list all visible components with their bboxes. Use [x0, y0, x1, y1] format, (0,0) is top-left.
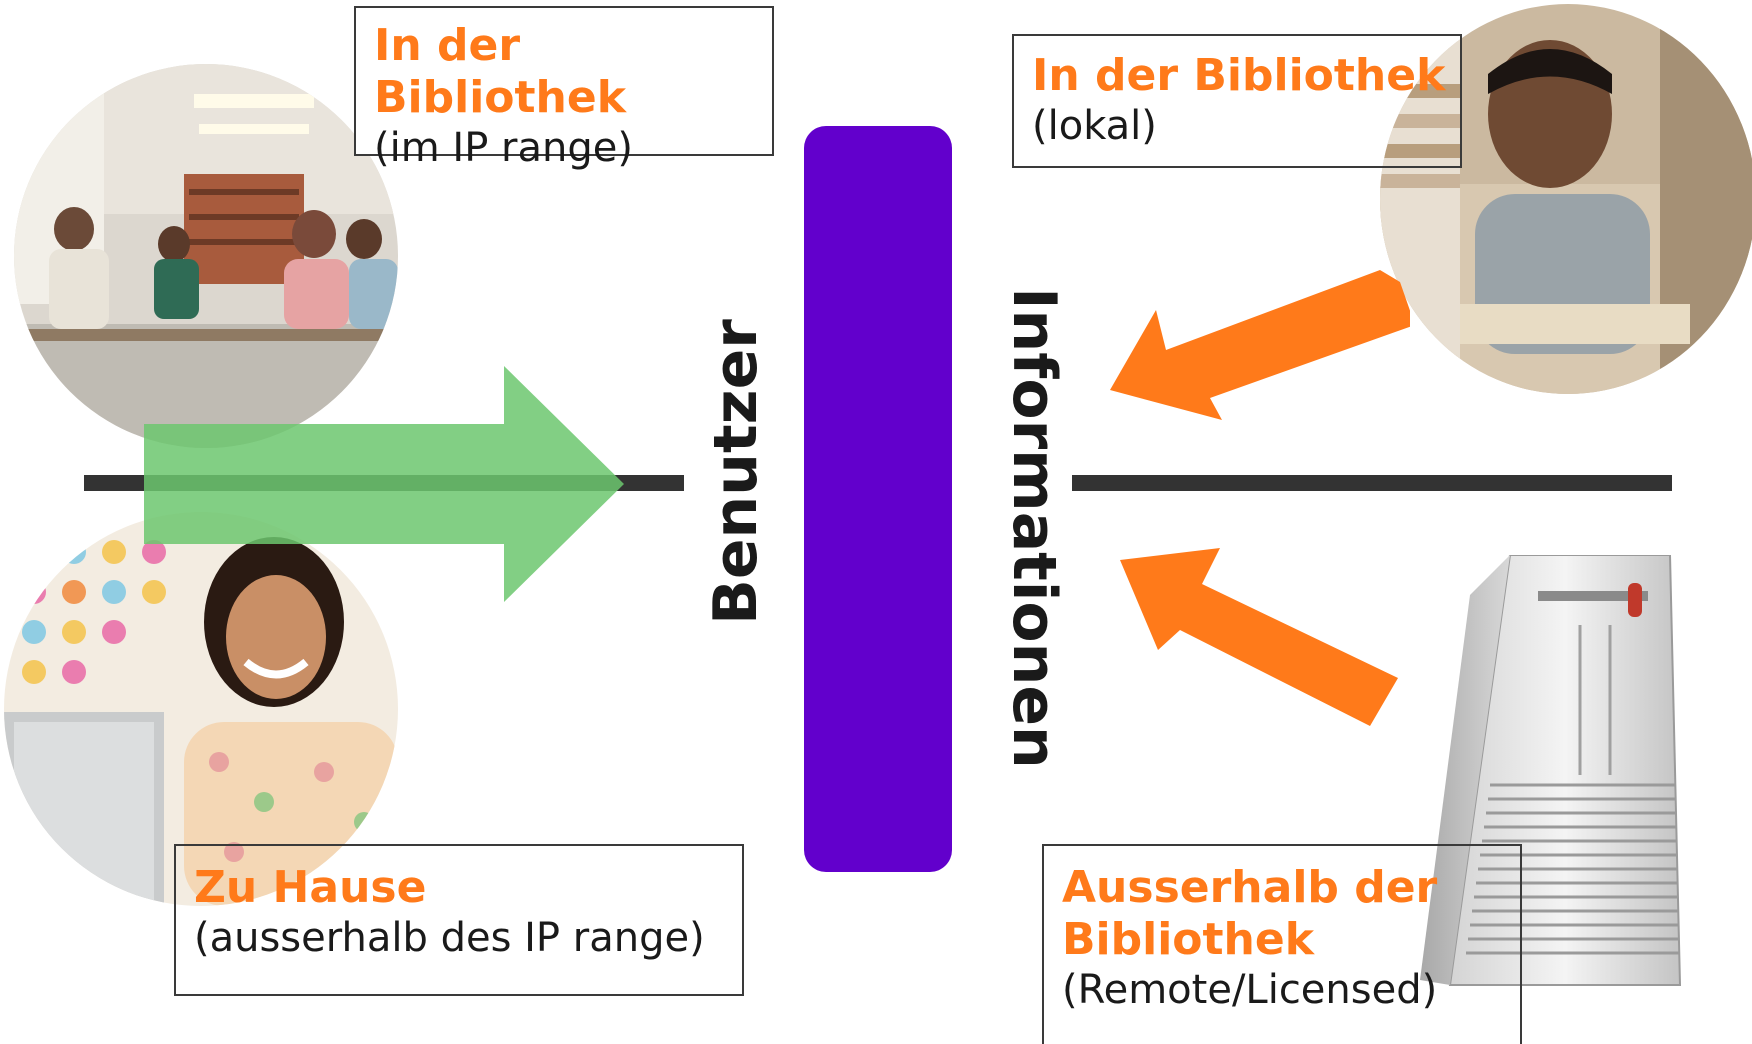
remote-info-arrow — [1120, 548, 1400, 728]
label-title: Zu Hause — [194, 862, 427, 913]
informationen-label: Informationen — [999, 287, 1069, 769]
right-divider-line — [1072, 475, 1672, 491]
label-library-ip-range: In der Bibliothek (im IP range) — [354, 6, 774, 171]
server-tower-icon — [1410, 555, 1690, 990]
label-title-line2: Bibliothek — [1062, 914, 1314, 965]
label-title: In der Bibliothek — [1032, 50, 1446, 101]
benutzer-label: Benutzer — [701, 319, 771, 625]
label-title: In der Bibliothek — [374, 20, 626, 123]
label-subtitle: (im IP range) — [374, 125, 633, 171]
label-outside-library: Ausserhalb der Bibliothek (Remote/Licens… — [1042, 844, 1522, 1044]
user-access-arrow — [144, 366, 624, 602]
label-library-local: In der Bibliothek (lokal) — [1012, 34, 1462, 168]
access-barrier-bar — [804, 126, 952, 872]
local-info-arrow — [1110, 250, 1410, 420]
label-subtitle: (Remote/Licensed) — [1062, 967, 1438, 1013]
label-home: Zu Hause (ausserhalb des IP range) — [174, 844, 744, 996]
label-title-line1: Ausserhalb der — [1062, 862, 1438, 913]
label-subtitle: (lokal) — [1032, 103, 1157, 149]
label-subtitle: (ausserhalb des IP range) — [194, 915, 705, 961]
